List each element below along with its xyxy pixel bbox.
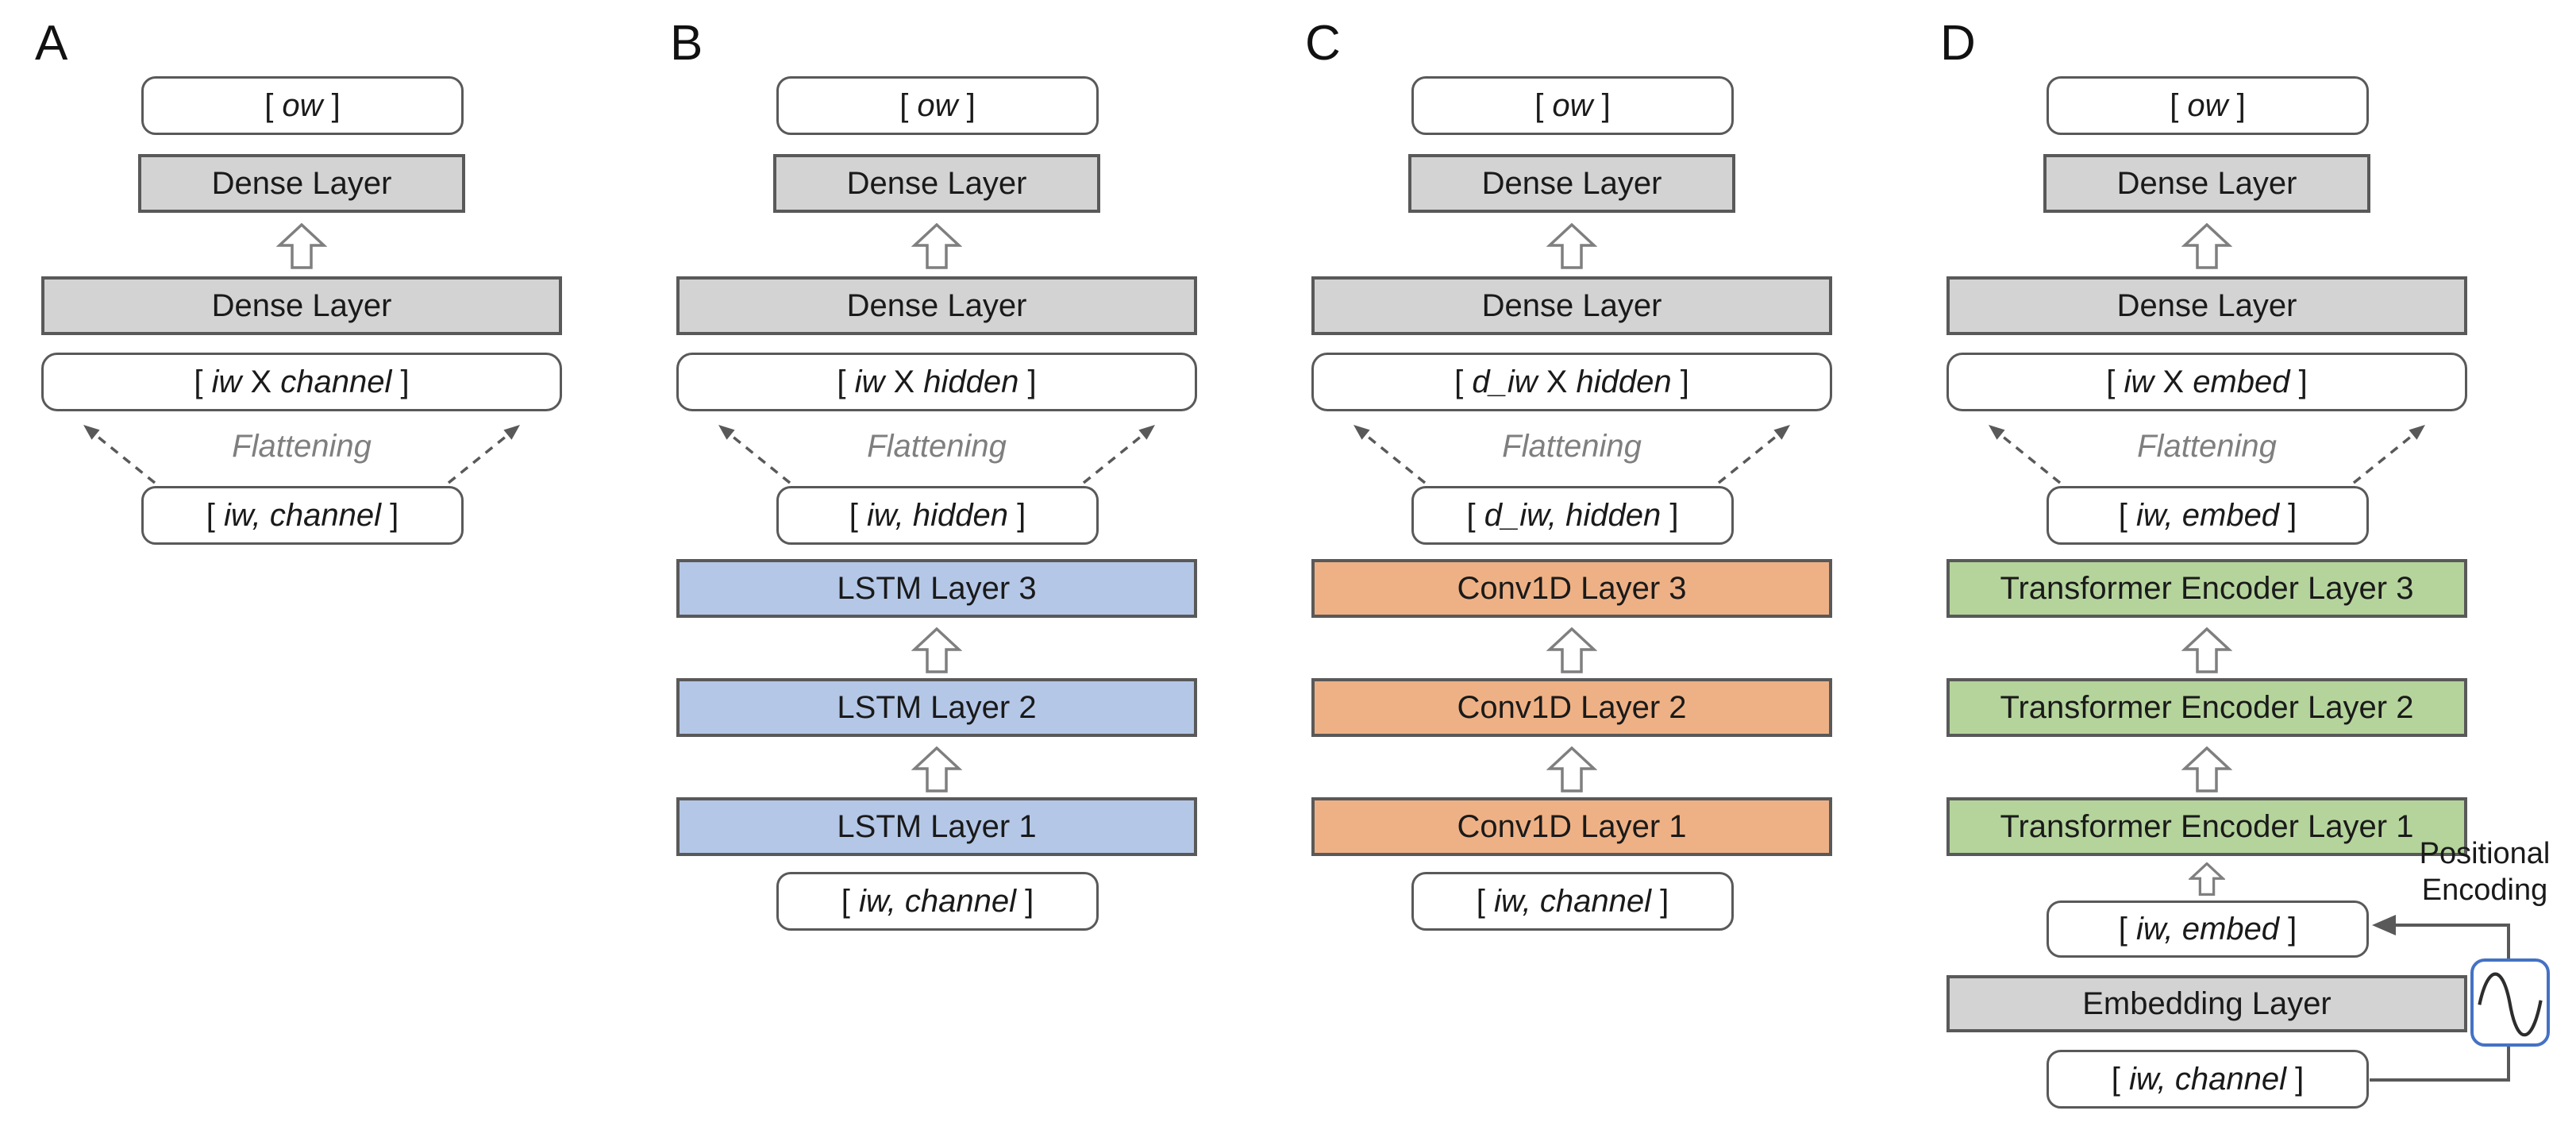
input-shape-box: [ iw, channel ] — [1411, 872, 1734, 931]
dense-layer-main-box: Dense Layer — [676, 276, 1197, 335]
up-arrow-icon — [2181, 223, 2232, 269]
dense-layer-top-box: Dense Layer — [1408, 154, 1735, 213]
up-arrow-icon — [911, 746, 962, 793]
panel-a: A [ ow ] Dense Layer Dense Layer [ iw X … — [0, 0, 635, 1130]
hidden-shape-box: [ d_iw, hidden ] — [1411, 486, 1734, 545]
output-shape-box: [ ow ] — [141, 76, 464, 135]
panel-b-label: B — [670, 16, 703, 71]
flattening-label: Flattening — [2137, 429, 2277, 464]
flattened-shape-box: [ iw X hidden ] — [676, 353, 1197, 411]
panel-c-label: C — [1305, 16, 1341, 71]
panel-a-label: A — [35, 16, 68, 71]
up-arrow-icon — [1546, 223, 1597, 269]
up-arrow-icon — [911, 223, 962, 269]
transformer-encoder-layer-2-box: Transformer Encoder Layer 2 — [1946, 678, 2467, 737]
up-arrow-icon — [1546, 746, 1597, 793]
output-shape-box: [ ow ] — [776, 76, 1099, 135]
dense-layer-top-box: Dense Layer — [2043, 154, 2370, 213]
up-arrow-icon — [2181, 746, 2232, 793]
flattening-label: Flattening — [232, 429, 372, 464]
conv1d-layer-2-box: Conv1D Layer 2 — [1311, 678, 1832, 737]
conv1d-layer-3-box: Conv1D Layer 3 — [1311, 559, 1832, 618]
dense-layer-top-box: Dense Layer — [773, 154, 1100, 213]
positional-encoding-connector — [2370, 915, 2510, 1082]
panel-d: D [ ow ] Dense Layer Dense Layer [ iw X … — [1905, 0, 2576, 1130]
flattening-label: Flattening — [1502, 429, 1642, 464]
panel-d-label: D — [1940, 16, 1976, 71]
up-arrow-icon — [1546, 627, 1597, 673]
positional-embed-shape-box: [ iw, embed ] — [2047, 901, 2369, 958]
up-arrow-icon — [276, 223, 327, 269]
transformer-encoder-layer-1-box: Transformer Encoder Layer 1 — [1946, 797, 2467, 856]
lstm-layer-3-box: LSTM Layer 3 — [676, 559, 1197, 618]
sine-wave-icon — [2470, 958, 2550, 1047]
input-shape-box: [ iw, channel ] — [776, 872, 1099, 931]
panel-b: B [ ow ] Dense Layer Dense Layer [ iw X … — [635, 0, 1270, 1130]
positional-encoding-label: Positional Encoding — [2419, 837, 2551, 907]
conv1d-layer-1-box: Conv1D Layer 1 — [1311, 797, 1832, 856]
lstm-layer-2-box: LSTM Layer 2 — [676, 678, 1197, 737]
flatten-arrows-icon — [83, 425, 520, 484]
hidden-shape-box: [ iw, hidden ] — [776, 486, 1099, 545]
lstm-layer-1-box: LSTM Layer 1 — [676, 797, 1197, 856]
embed-shape-box: [ iw, embed ] — [2047, 486, 2369, 545]
input-shape-box: [ iw, channel ] — [2047, 1050, 2369, 1109]
flattened-shape-box: [ iw X embed ] — [1946, 353, 2467, 411]
dense-layer-top-box: Dense Layer — [138, 154, 465, 213]
input-shape-box: [ iw, channel ] — [141, 486, 464, 545]
dense-layer-main-box: Dense Layer — [1946, 276, 2467, 335]
up-arrow-icon — [911, 627, 962, 673]
flatten-arrows-icon — [718, 425, 1155, 484]
output-shape-box: [ ow ] — [1411, 76, 1734, 135]
dense-layer-main-box: Dense Layer — [1311, 276, 1832, 335]
panel-c: C [ ow ] Dense Layer Dense Layer [ d_iw … — [1270, 0, 1905, 1130]
up-arrow-icon — [2189, 862, 2225, 896]
output-shape-box: [ ow ] — [2047, 76, 2369, 135]
up-arrow-icon — [2181, 627, 2232, 673]
flattened-shape-box: [ iw X channel ] — [41, 353, 562, 411]
flatten-arrows-icon — [1353, 425, 1790, 484]
flattened-shape-box: [ d_iw X hidden ] — [1311, 353, 1832, 411]
transformer-encoder-layer-3-box: Transformer Encoder Layer 3 — [1946, 559, 2467, 618]
embedding-layer-box: Embedding Layer — [1946, 975, 2467, 1032]
dense-layer-main-box: Dense Layer — [41, 276, 562, 335]
flatten-arrows-icon — [1989, 425, 2425, 484]
flattening-label: Flattening — [867, 429, 1007, 464]
